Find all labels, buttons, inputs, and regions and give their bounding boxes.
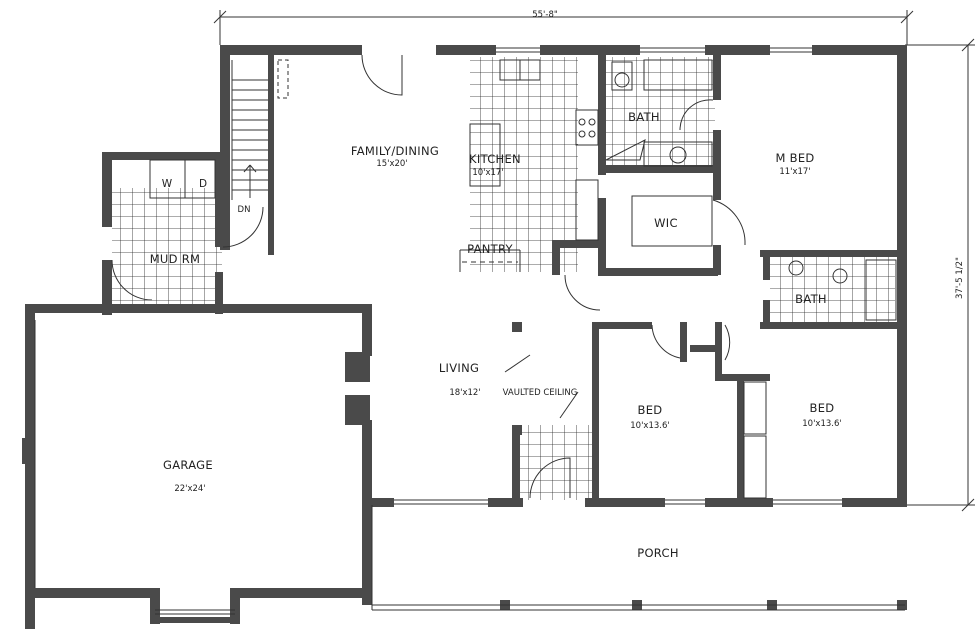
overall-depth-label: 37'-5 1/2" xyxy=(955,257,965,299)
bed-1-size: 10'x13.6' xyxy=(630,421,669,431)
dryer-label: D xyxy=(199,178,207,190)
detail-lines xyxy=(34,47,905,615)
master-bed-label: M BED xyxy=(775,151,814,165)
wic-label: WIC xyxy=(654,216,678,230)
kitchen-size: 10'x17' xyxy=(472,168,503,178)
tile-floors xyxy=(112,57,895,500)
garage-size: 22'x24' xyxy=(174,484,205,494)
dimension-lines xyxy=(213,10,975,512)
room-labels: 55'-8" 37'-5 1/2" FAMILY/DINING 15'x20' … xyxy=(150,10,965,560)
overall-width-label: 55'-8" xyxy=(532,10,558,20)
bed-2-label: BED xyxy=(810,401,835,415)
family-dining-label: FAMILY/DINING xyxy=(351,144,439,158)
kitchen-label: KITCHEN xyxy=(469,152,521,166)
garage-label: GARAGE xyxy=(163,458,213,472)
hall-bath-label: BATH xyxy=(795,292,827,306)
pantry-label: PANTRY xyxy=(467,242,513,256)
stair-down-label: DN xyxy=(238,205,251,215)
mud-room-label: MUD RM xyxy=(150,252,201,266)
family-dining-size: 15'x20' xyxy=(376,159,407,169)
master-bed-size: 11'x17' xyxy=(779,167,810,177)
washer-label: W xyxy=(162,178,173,190)
vaulted-ceiling-label: VAULTED CEILING xyxy=(503,388,578,398)
master-bath-label: BATH xyxy=(628,110,660,124)
walls xyxy=(22,45,907,629)
living-label: LIVING xyxy=(439,361,479,375)
living-size: 18'x12' xyxy=(449,388,480,398)
bed-2-size: 10'x13.6' xyxy=(802,419,841,429)
porch-label: PORCH xyxy=(637,546,679,560)
bed-1-label: BED xyxy=(638,403,663,417)
